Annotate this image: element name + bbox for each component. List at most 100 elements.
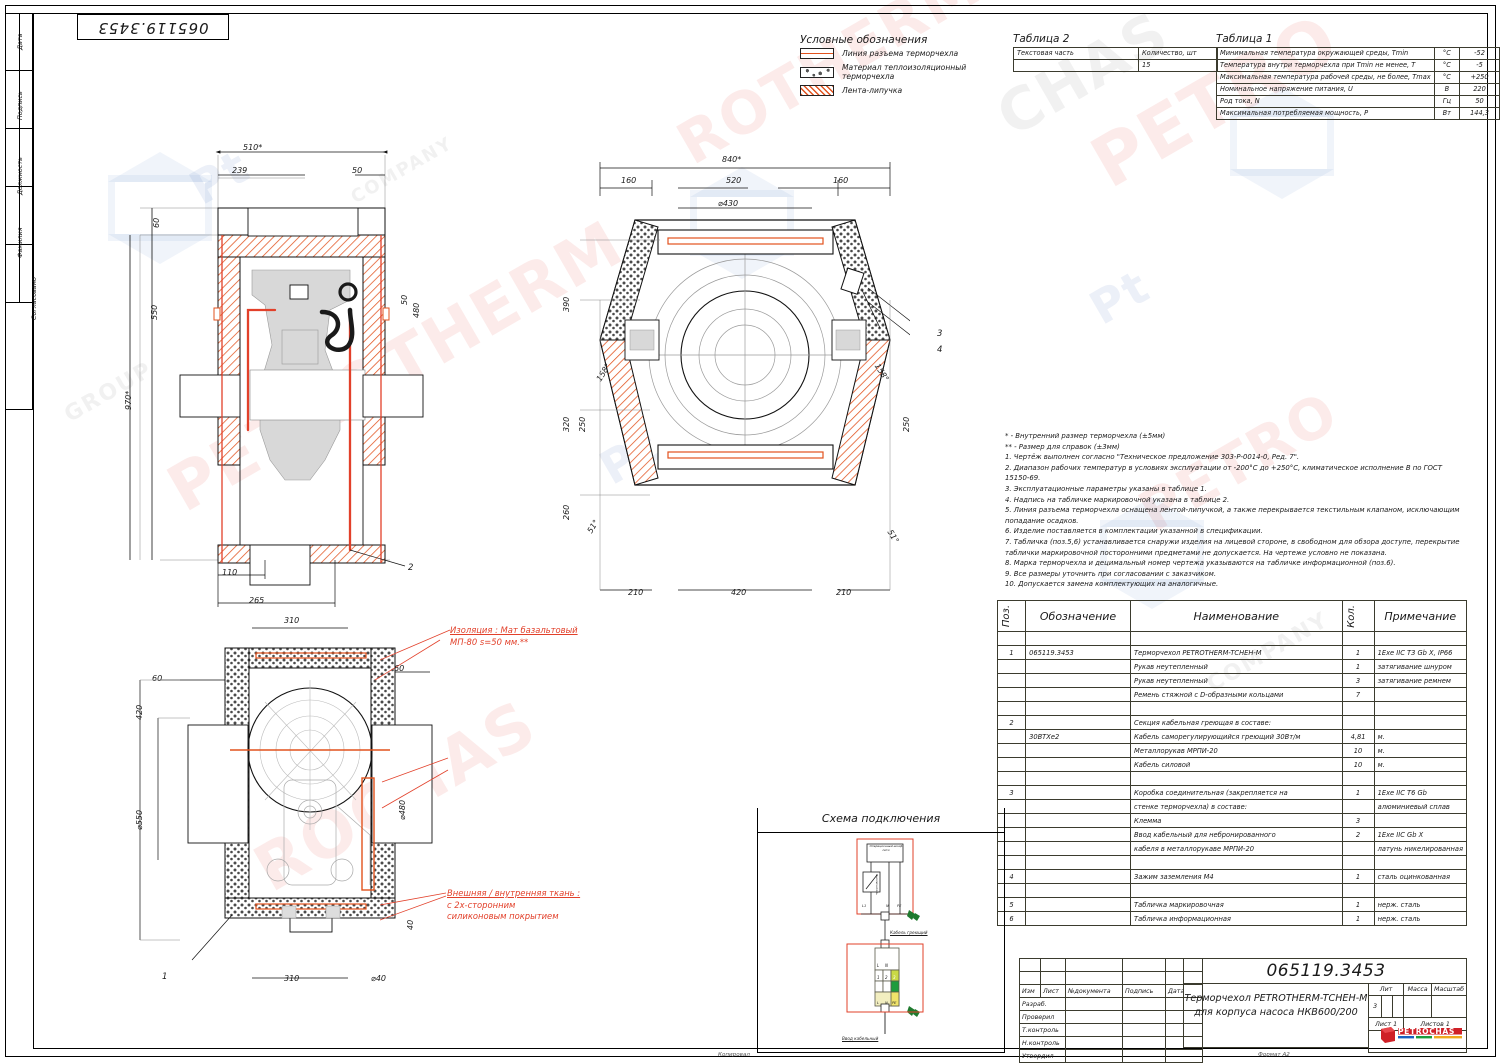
spec-qty: 2 [1341,827,1375,842]
table2-header-1: Количество, шт [1138,47,1218,60]
scale-value [1431,995,1467,1018]
scheme-title: Схема подключения [821,812,941,825]
spec-note: латунь никелированная [1373,841,1468,856]
dim-top-16: 210 [836,588,852,597]
spec-name: Клемма [1130,813,1343,828]
spec-pos [996,771,1027,786]
view-bottom-section [170,630,450,970]
scheme-cable-label-bottom: Ввод кабельный [842,1036,879,1041]
dim-top-0: 840* [722,155,742,164]
page-title: Терморчехол PETROTHERM-TCHEH-M для корпу… [1183,992,1369,1020]
table-row [996,883,1468,898]
table2-row: 15 [1013,59,1218,72]
table1-value-1: -5 [1459,59,1500,72]
spec-note: м. [1373,729,1468,744]
spec-designation [1025,911,1132,926]
table-row: стенке терморчехла) в составе:алюминиевы… [996,799,1468,814]
table1-value-3: 220 [1459,83,1500,96]
dim-top-9: 260 [562,504,571,520]
scheme-cabinet-label: Операционный шкаф сети [869,844,903,852]
title-block: 065119.3453 Изм Лист №документа Подпись … [997,958,1467,1063]
dim-bottom-1: 60 [152,674,163,683]
spec-note [1373,883,1468,898]
material-swatch-icon [800,66,834,78]
callout-fabric: Внешняя / внутренняя ткань : с 2х-сторон… [447,888,580,923]
spec-note: нерж. сталь [1373,911,1468,926]
spec-header-qty: Кол. [1341,600,1375,632]
lit-value: 3 [1367,995,1383,1018]
svg-text:PE: PE [892,1001,897,1005]
svg-text:L: L [877,1001,879,1005]
spec-name [1130,771,1343,786]
note-4: 3. Эксплуатационные параметры указаны в … [1005,484,1207,493]
spec-designation [1025,827,1132,842]
table2: Текстовая часть Количество, шт 15 [1013,47,1218,72]
spec-pos [996,701,1027,716]
spec-header-designation: Обозначение [1025,600,1132,632]
spec-qty: 10 [1341,757,1375,772]
table1-value-0: -52 [1459,47,1500,60]
spec-qty: 1 [1341,659,1375,674]
table-row: Т.контроль [1019,1023,1203,1037]
dim-front-4: 550 [150,304,159,320]
spec-name [1130,883,1343,898]
spec-name: Кабель силовой [1130,757,1343,772]
spec-qty [1341,771,1375,786]
svg-text:PE: PE [897,904,902,908]
legend-item-insulation: Материал теплоизоляционный терморчехла [800,63,995,81]
spec-designation [1025,799,1132,814]
callout-fabric-line2: с 2х-сторонним [447,899,516,910]
spec-designation [1025,701,1132,716]
title-revision-table: Изм Лист №документа Подпись Дата Разраб.… [1019,958,1203,1063]
connection-scheme-block: Схема подключения [757,808,1005,1053]
title-role-0: Разраб. [1019,997,1066,1011]
title-role-3: Н.контроль [1019,1036,1066,1050]
page-title-line2: для корпуса насоса НКВ600/200 [1194,1007,1358,1018]
table2-block: Таблица 2 Текстовая часть Количество, шт… [1013,33,1218,72]
logo-text: PETROCHAS [1398,1027,1455,1036]
svg-text:L1: L1 [862,904,866,908]
title-col-izm: Изм [1019,984,1041,998]
dim-top-6: 320 [562,416,571,432]
table1-row: Температура внутри терморчехла при Tmin … [1216,59,1500,72]
table-header-row: Лит Масса Масштаб [1367,983,1467,996]
left-stamp-label-date: Дата [16,33,24,50]
footer-format: Формат А2 [1258,1052,1290,1058]
spec-name: стенке терморчехла) в составе: [1130,799,1343,814]
dim-top-5: 390 [562,296,571,312]
spec-qty: 10 [1341,743,1375,758]
spec-qty [1341,701,1375,716]
legend-item-velcro: Лента-липучка [800,85,995,96]
spec-pos [996,757,1027,772]
left-stamp-label-position: Должность [16,157,24,195]
dim-front-2: 50 [352,166,363,175]
table1-param-1: Температура внутри терморчехла при Tmin … [1216,59,1435,72]
table2-header-row: Текстовая часть Количество, шт [1013,47,1218,60]
table1-row: Номинальное напряжение питания, U В 220 [1216,83,1500,96]
spec-note: м. [1373,743,1468,758]
spec-note: м. [1373,757,1468,772]
dim-top-14: 210 [628,588,644,597]
balloon-bottom-1: 1 [162,972,168,982]
svg-text:2: 2 [885,975,888,980]
left-stamp-label-signature: Подпись [16,91,24,120]
callout-fabric-line1: Внешняя / внутренняя ткань : [447,888,581,898]
spec-note: нерж. сталь [1373,897,1468,912]
spec-name: кабеля в металлорукаве МРПИ-20 [1130,841,1343,856]
spec-designation [1025,687,1132,702]
view-front-dim-lines [100,555,430,615]
table1-row: Максимальная температура рабочей среды, … [1216,71,1500,84]
callout-leader-lines [380,600,500,960]
balloon-top-3: 3 [937,329,943,339]
svg-text:PE: PE [892,963,897,968]
spec-designation [1025,785,1132,800]
spec-pos: 1 [996,645,1027,660]
spec-qty [1341,855,1375,870]
spec-pos [996,743,1027,758]
left-stamp-divider [19,13,20,303]
drawing-number-top: 065119.3453 [97,19,209,37]
